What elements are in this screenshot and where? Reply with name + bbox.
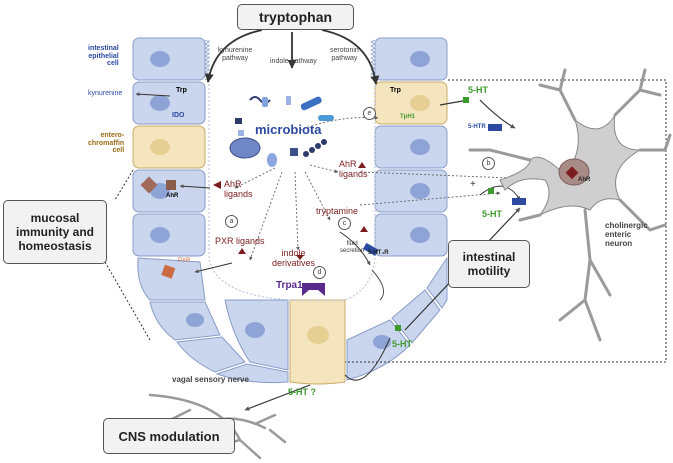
indole-pathway-label: indole pathway [270,58,317,65]
receptor-icon [488,124,502,131]
indole-derivatives-label: indole derivatives [272,248,316,268]
enterochromaffin-cell-label: entero- chromaffin cell [88,132,125,155]
trpa1-icon [302,283,325,296]
5ht-top-label: 5-HT [468,85,488,95]
intestinal-motility-box: intestinal motility [448,240,530,288]
marker-b: b [482,157,495,170]
tryptophan-box: tryptophan [237,4,354,30]
receptor-icon [362,242,379,256]
plus-label: + [470,179,476,190]
neuron-region-outline [345,79,667,363]
trpa1-label: Trpa1 [276,280,303,291]
5ht-bottom-label: 5-HT [392,339,412,349]
kynurenine-label: kynurenine [88,90,123,97]
pxr-label: PXR [178,258,191,264]
kynurenine-pathway-arrow [204,29,263,83]
5ht-question-label: 5-HT ? [288,387,316,397]
mucosal-immunity-box: mucosal immunity and homeostasis [3,200,107,264]
kynurenine-arrow [135,92,171,97]
tph1-label: TpH1 [400,114,415,120]
ahr-cell-label: AhR [166,193,179,199]
vagal-nerve-label: vagal sensory nerve [172,375,249,384]
trp-left-label: Trp [176,87,187,94]
ahr-ligands-left-label: AhR ligands [224,179,253,199]
marker-a: a [225,215,238,228]
left-epithelial-column [132,37,210,257]
neuron-label: cholinergic enteric neuron [605,221,648,248]
ahr-ligands-center-label: AhR ligands [339,159,368,179]
kynurenine-pathway-label: kynurenine pathway [218,47,253,62]
ligand-triangle-icon [213,181,221,189]
crypt-base-cells [137,256,448,385]
ido-label: IDO [172,112,185,119]
ahr-neuron-label: AhR [578,177,591,183]
serotonin-pathway-arrow [321,29,380,85]
5htr-label: 5-HTR [468,124,486,130]
pxr-ligands-label: PXR ligands [215,236,265,246]
marker-d: d [313,266,326,279]
crypt-lumen [208,40,376,301]
marker-e: e [363,107,376,120]
serotonin-pathway-label: serotonin pathway [330,47,359,62]
trp-right-label: Trp [390,87,401,94]
cns-modulation-box: CNS modulation [103,418,235,454]
receptor-icon [512,198,526,205]
tryptamine-label: tryptamine [316,206,359,216]
marker-c: c [338,217,351,230]
epithelial-cell-label: intestinal epithelial cell [88,45,119,68]
neuron-icon [468,68,672,342]
5ht4r-label: 5-HT₄R [368,250,389,256]
5ht-mid-label: 5-HT [482,209,502,219]
microbe-icon [229,96,334,167]
fluid-secretion-label: fluid secretion [340,241,365,254]
microbiota-label: microbiota [255,122,322,137]
right-epithelial-column [370,37,448,257]
